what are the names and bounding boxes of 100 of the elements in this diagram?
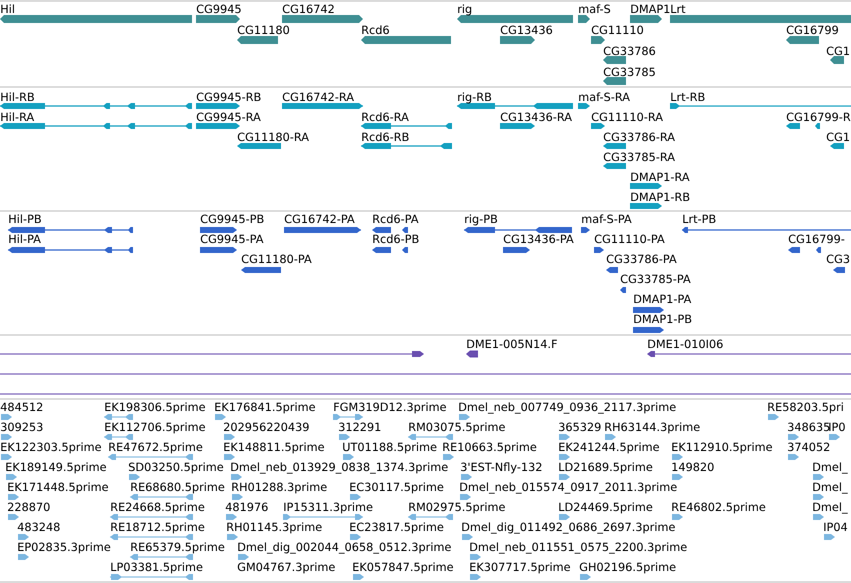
feature-label: EK171448.5prime	[8, 482, 108, 494]
feature-label: Dmel_neb_011551_0575_2200.3prime	[470, 542, 687, 554]
feature-label: Dmel_dig_002044_0658_0512.3prime	[238, 542, 451, 554]
feature-label: EK112910.5prime	[672, 442, 772, 454]
transcript-label: CG11180-PA	[242, 254, 312, 264]
gene-label: Lrt	[671, 4, 686, 13]
feature-label: 312291	[339, 422, 380, 432]
alignment-label: DME1-005N14.F	[467, 340, 557, 348]
feature-label: FGM319D12.3prime	[334, 402, 446, 414]
feature-label: RE58203.5pri	[768, 402, 843, 414]
gene-label: Hil	[1, 4, 14, 13]
transcript-label: CG11110-PA	[594, 234, 665, 244]
transcript-label: CG9945-PA	[200, 234, 264, 244]
feature-label: RE68680.5prime	[131, 482, 224, 494]
feature-label: EK189149.5prime	[6, 462, 106, 474]
transcript-label: maf-S-PA	[582, 214, 632, 224]
feature-label: RE24668.5prime	[111, 502, 204, 514]
feature-label: IP0	[829, 422, 845, 432]
transcript-label: CG1	[826, 132, 849, 142]
feature-label: RE46802.5prime	[672, 502, 766, 514]
gene-label: CG16742	[282, 4, 334, 14]
feature-label: Dmel_	[813, 462, 848, 474]
feature-label: 228870	[8, 502, 50, 512]
feature-label: RM03075.5prime	[409, 422, 505, 434]
feature-label: UT01188.5prime	[343, 442, 436, 454]
gene-label: CG13436	[500, 26, 552, 34]
feature-label: EK148811.5prime	[224, 442, 324, 454]
alignment-label: DME1-010I06	[648, 340, 723, 348]
transcript-label: CG9945-RA	[196, 112, 261, 122]
transcript-label: CG9945-RB	[196, 92, 260, 102]
feature-label: RH01288.3prime	[232, 482, 327, 494]
transcript-label: CG3	[826, 254, 850, 264]
feature-label: Dmel_neb_013929_0838_1374.3prime	[231, 462, 448, 474]
transcript-label: rig-PB	[465, 214, 497, 226]
transcript-label: CG9945-PB	[200, 214, 264, 224]
feature-label: EC23817.5prime	[350, 522, 444, 534]
transcript-label: CG11180-RA	[238, 132, 309, 142]
transcript-label: CG16742-RA	[282, 92, 354, 102]
gene-label: CG11110	[592, 26, 644, 34]
feature-label: EC30117.5prime	[350, 482, 444, 494]
gene-label: CG11180	[238, 26, 290, 34]
feature-label: EK241244.5prime	[559, 442, 659, 454]
feature-label: EK198306.5prime	[105, 402, 205, 414]
transcript-label: Lrt-PB	[683, 214, 716, 223]
feature-label: SD03250.5prime	[128, 462, 224, 474]
feature-label: Dmel_neb_007749_0936_2117.3prime	[459, 402, 676, 414]
feature-label: 483248	[18, 522, 60, 532]
feature-label: 202956220439	[224, 422, 309, 432]
transcript-label: Rcd6-PB	[373, 234, 418, 244]
gene-label: Rcd6	[362, 25, 389, 34]
feature-label: RE10663.5prime	[443, 442, 536, 454]
feature-label: EK057847.5prime	[353, 562, 453, 574]
feature-label: RE65379.5prime	[131, 542, 224, 554]
transcript-label: Rcd6-PA	[373, 214, 418, 224]
feature-label: GM04767.3prime	[238, 562, 335, 574]
transcript-label: CG11110-RA	[592, 112, 663, 122]
gene-label: DMAP1	[631, 4, 670, 13]
transcript-label: CG33785-RA	[604, 152, 675, 162]
transcript-label: CG33786-RA	[604, 132, 675, 142]
feature-label: LD24469.5prime	[559, 502, 652, 514]
feature-label: RM02975.5prime	[409, 502, 505, 514]
transcript-label: DMAP1-PA	[634, 294, 692, 303]
feature-label: IP15311.3prime	[284, 502, 372, 514]
transcript-label: DMAP1-PB	[634, 314, 692, 323]
transcript-label: CG16799-	[788, 234, 844, 244]
transcript-label: Hil-RB	[1, 92, 34, 101]
transcript-label: DMAP1-RB	[631, 192, 690, 201]
feature-label: RH63144.3prime	[605, 422, 700, 434]
gene-label: CG16799	[786, 26, 838, 34]
feature-label: EK122303.5prime	[1, 442, 101, 454]
transcript-label: DMAP1-RA	[631, 172, 690, 181]
gene-label: maf-S	[579, 4, 610, 14]
transcript-label: Hil-PA	[9, 234, 41, 243]
feature-label: 3'EST-Nfly-132	[461, 462, 542, 474]
feature-label: 348635	[788, 422, 830, 432]
feature-label: GH02196.5prime	[580, 562, 676, 574]
transcript-label: rig-RB	[458, 92, 492, 104]
feature-label: Dmel_dig_011492_0686_2697.3prime	[462, 522, 675, 534]
transcript-label: Hil-PB	[9, 214, 41, 223]
feature-label: 374052	[788, 442, 830, 452]
feature-label: EK176841.5prime	[215, 402, 315, 414]
transcript-label: Hil-RA	[1, 112, 34, 121]
transcript-label: Lrt-RB	[671, 92, 704, 101]
feature-label: LP03381.5prime	[111, 562, 202, 574]
feature-label: Dmel_neb_015574_0917_2011.3prime	[460, 482, 677, 494]
feature-label: EK112706.5prime	[105, 422, 205, 434]
feature-label: 484512	[0, 402, 42, 412]
gene-label: CG33786	[604, 46, 656, 56]
transcript-label: CG13436-PA	[504, 234, 574, 244]
feature-label: Dmel_	[813, 502, 848, 514]
feature-label: 365329	[559, 422, 601, 432]
feature-label: 149820	[672, 462, 714, 472]
feature-label: LD21689.5prime	[559, 462, 652, 474]
transcript-label: maf-S-RA	[579, 92, 630, 102]
feature-label: RE18712.5prime	[111, 522, 204, 534]
feature-label: RH01145.3prime	[227, 522, 322, 534]
feature-label: RE47672.5prime	[109, 442, 202, 454]
feature-label: IP04	[824, 522, 848, 532]
feature-label: EK307717.5prime	[470, 562, 570, 574]
gene-label: rig	[458, 4, 472, 16]
